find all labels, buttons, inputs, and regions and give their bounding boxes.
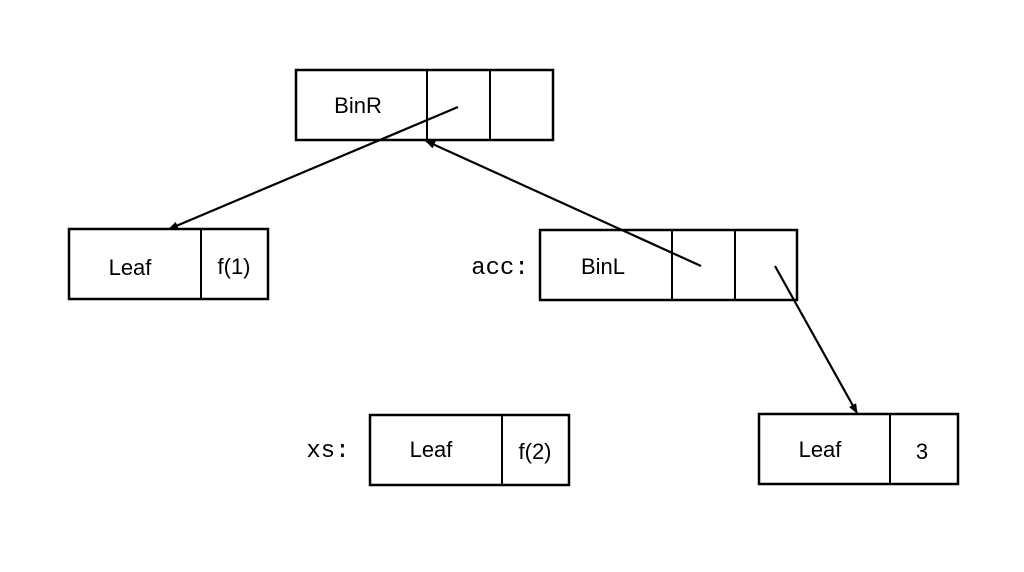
binl-node: BinL: [538, 228, 799, 302]
xs-label: xs:: [306, 438, 349, 465]
leaf-f1-value: f(1): [218, 254, 251, 279]
arrow-binl-to-leaf-3: [774, 265, 858, 414]
acc-label: acc:: [471, 255, 529, 282]
binr-tag: BinR: [334, 93, 382, 118]
arrow-binr-to-leaf-f1: [168, 105, 459, 231]
leaf-f1-node: Leaf f(1): [67, 227, 270, 301]
binr-node: BinR: [294, 68, 555, 142]
arrow-binl-to-binr: [425, 139, 702, 268]
leaf-f2-tag: Leaf: [410, 437, 454, 462]
leaf-3-value: 3: [916, 439, 928, 464]
binr-box: [294, 68, 555, 142]
leaf-3-box: [757, 412, 960, 486]
leaf-f2-node: Leaf f(2): [368, 413, 571, 487]
binl-tag: BinL: [581, 254, 625, 279]
leaf-f2-box: [368, 413, 571, 487]
leaf-3-node: Leaf 3: [757, 412, 960, 486]
leaf-f1-tag: Leaf: [109, 255, 153, 280]
leaf-3-tag: Leaf: [799, 437, 843, 462]
leaf-f2-value: f(2): [519, 439, 552, 464]
binl-box: [538, 228, 799, 302]
